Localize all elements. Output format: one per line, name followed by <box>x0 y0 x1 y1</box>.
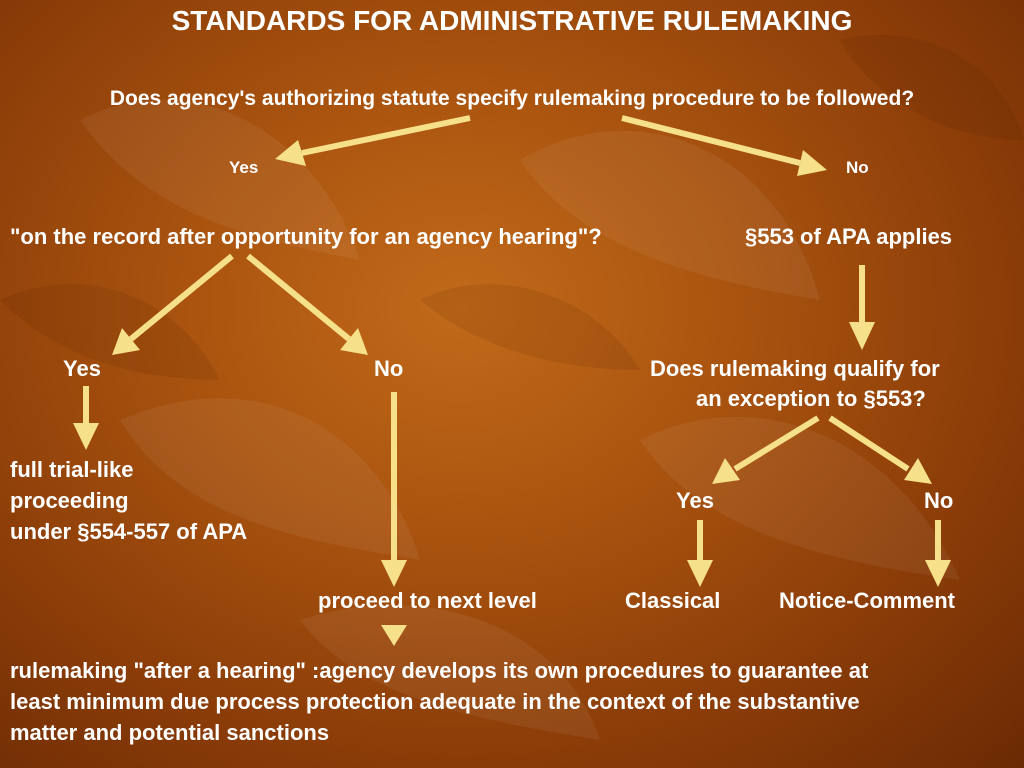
formal-proceeding-line1: full trial-like <box>10 457 134 482</box>
question-statute: Does agency's authorizing statute specif… <box>109 87 915 110</box>
label-classical: Classical <box>625 588 721 613</box>
label-q2-yes: Yes <box>63 356 101 381</box>
bottom-text-line1: rulemaking "after a hearing" :agency dev… <box>10 658 869 683</box>
formal-proceeding-line2: proceeding <box>10 488 129 513</box>
question-exception-line1: Does rulemaking qualify for <box>650 356 940 381</box>
arrow-bottom-head <box>381 625 407 646</box>
arrow-q1-no <box>621 115 827 176</box>
arrow-classical-down <box>687 520 713 587</box>
arrow-notice-down <box>925 520 951 587</box>
arrow-q2-yes <box>112 253 234 355</box>
label-q1-yes: Yes <box>229 158 259 177</box>
arrow-q3-yes <box>712 415 820 484</box>
arrow-formal-down <box>73 386 99 450</box>
label-q1-no: No <box>846 158 869 177</box>
arrow-q3-no <box>828 415 932 484</box>
bottom-text-line2: least minimum due process protection ade… <box>10 689 860 714</box>
page-title: STANDARDS FOR ADMINISTRATIVE RULEMAKING <box>171 5 853 36</box>
formal-proceeding-line3: under §554-557 of APA <box>10 519 248 544</box>
question-on-record: "on the record after opportunity for an … <box>10 224 602 249</box>
label-apa-553-applies: §553 of APA applies <box>745 224 953 249</box>
arrow-q1-yes <box>275 115 471 166</box>
label-q3-no: No <box>924 488 954 513</box>
bottom-text-line3: matter and potential sanctions <box>10 720 330 745</box>
label-proceed-next-level: proceed to next level <box>318 588 537 613</box>
label-notice-comment: Notice-Comment <box>779 588 956 613</box>
arrow-553-down <box>849 265 875 350</box>
arrow-proceed-down <box>381 392 407 587</box>
arrow-q2-no <box>246 253 368 355</box>
question-exception-line2: an exception to §553? <box>696 386 926 411</box>
label-q2-no: No <box>374 356 404 381</box>
label-q3-yes: Yes <box>676 488 714 513</box>
